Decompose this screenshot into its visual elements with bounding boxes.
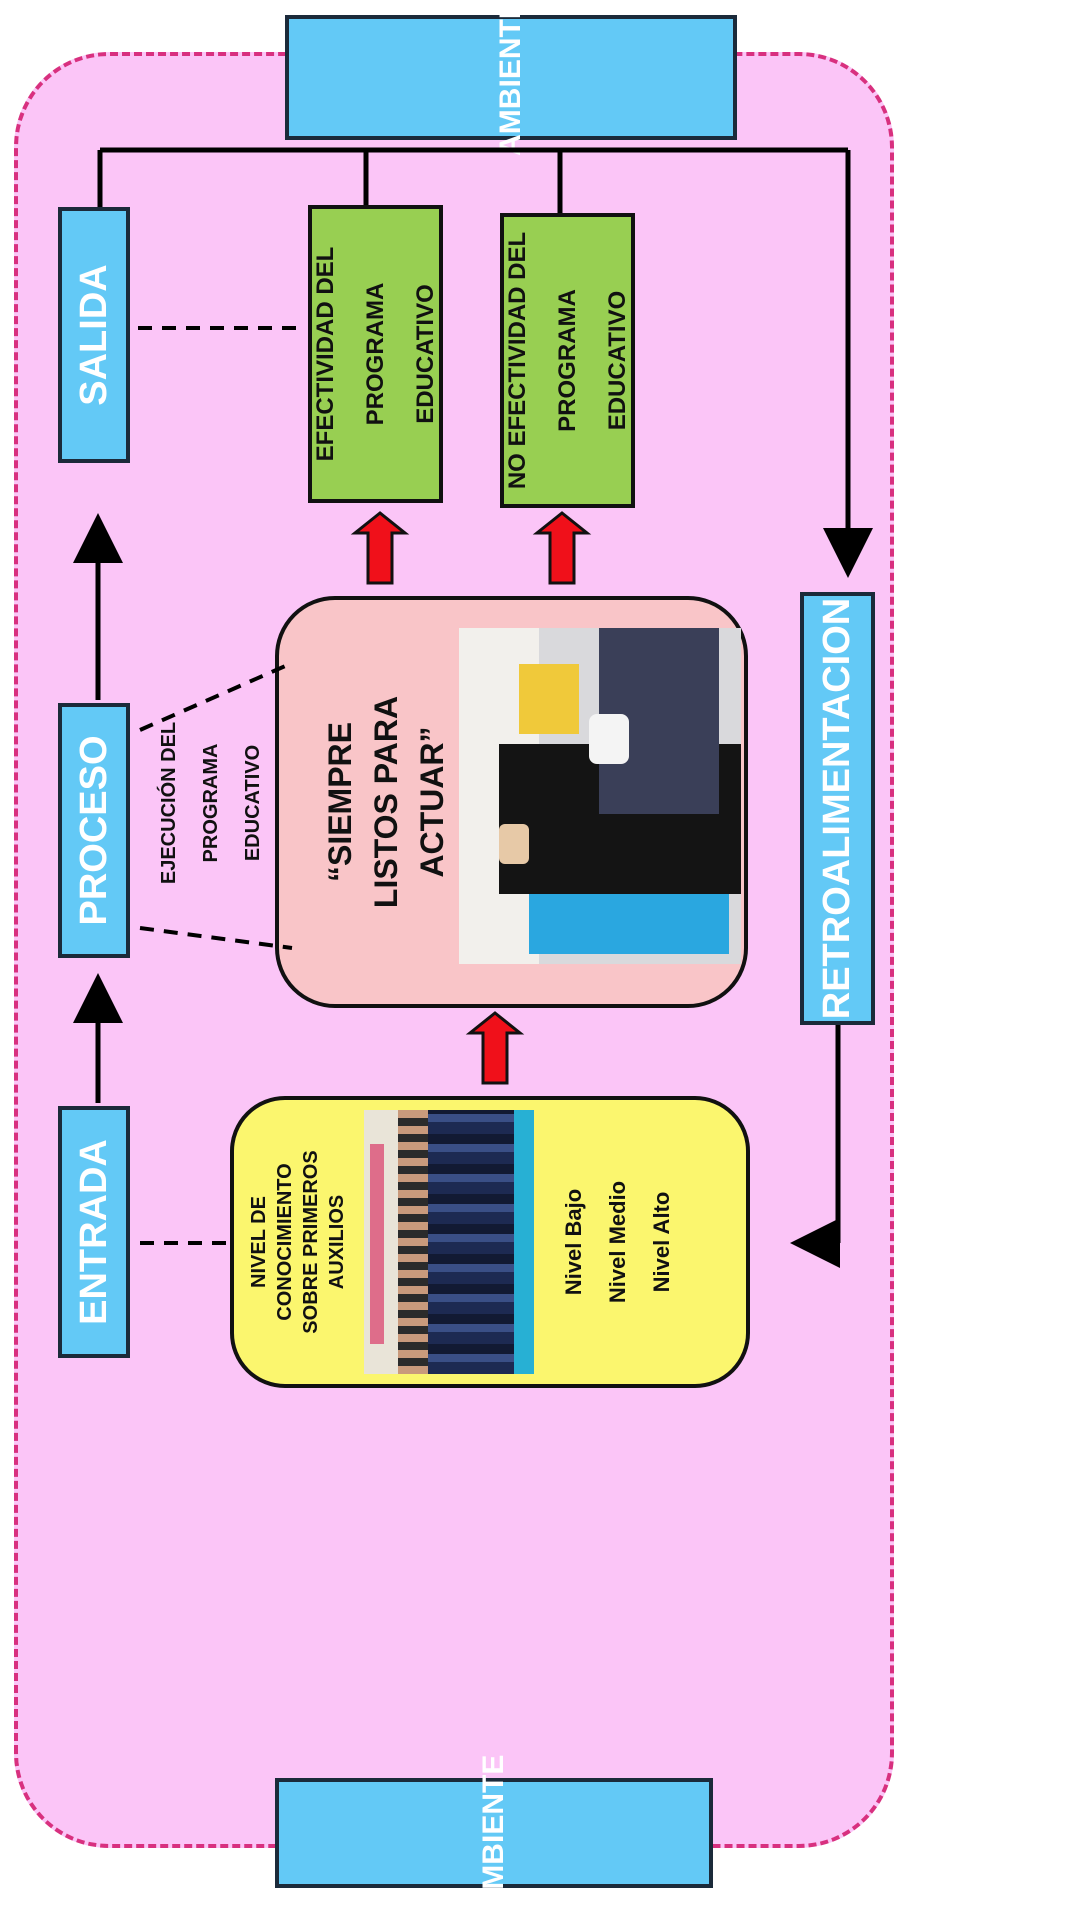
proceso-dashed-left xyxy=(139,926,293,950)
red-arrow-program-to-not-effective xyxy=(532,511,592,585)
red-arrow-input-to-program xyxy=(465,1011,525,1085)
proceso-dashed-right xyxy=(139,661,293,732)
ambiente-letter: A xyxy=(477,1889,510,1911)
red-arrow-program-to-effective xyxy=(350,511,410,585)
